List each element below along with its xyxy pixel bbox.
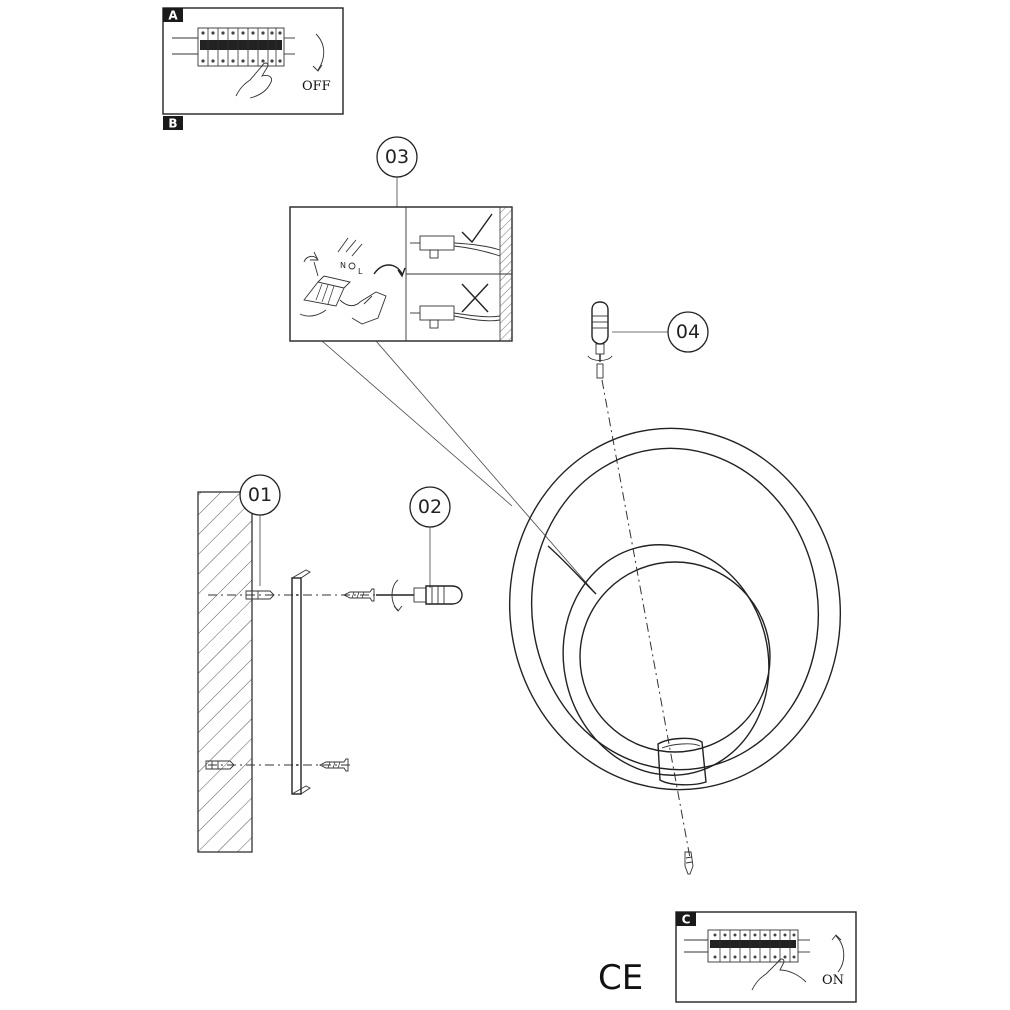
callout-02-label: 02 [418,496,442,518]
wrong-wiring-example [410,273,513,342]
wire-label-l: L [358,267,363,276]
detail-leader-left [321,340,513,507]
screw-lamp-bottom-icon [684,851,694,875]
panel-a-state-label: OFF [302,79,331,94]
wall-plug-top-icon [245,590,275,600]
connector-assembly-icon: N L [299,237,406,325]
callout-04: 04 [612,311,709,353]
hand-icon [235,62,273,99]
check-mark-icon [461,213,493,244]
lamp-clamp [657,737,707,786]
mounting-bracket-icon [291,569,311,795]
rotate-up-arrow-icon [835,935,845,973]
callout-02: 02 [409,486,451,588]
wall-section [197,491,253,853]
panel-c-state-label: ON [822,973,844,988]
correct-wiring-example [410,206,513,275]
panel-c-tag-label: C [682,913,691,927]
wire-label-n: N [340,261,346,270]
panel-a-breaker-off: A [162,7,344,115]
breaker-strip-icon [172,27,295,67]
breaker-strip-icon [684,929,810,963]
wiring-detail-panel: N L [289,206,513,342]
callout-01: 01 [239,474,281,586]
rotate-arrow-icon [373,264,403,275]
panel-c-breaker-on: C ON [675,911,857,1003]
callout-04-label: 04 [676,321,700,343]
callout-03: 03 [376,136,418,207]
screw-top-icon [342,588,375,602]
panel-a-tag-label: A [168,9,178,23]
hand-icon [751,958,807,991]
panel-b-tag [163,116,183,130]
panel-b-tag-label: B [168,117,177,131]
callout-01-label: 01 [248,484,272,506]
ring-lamp [508,427,842,791]
ce-mark: CE [598,958,643,998]
cross-mark-icon [461,283,489,313]
detail-leader-right [375,340,597,595]
panel-b-tag-group: B [163,116,183,131]
mounting-assembly [205,569,463,795]
screw-bottom-icon [318,758,349,772]
panel-a-tag [163,8,183,22]
panel-c-tag [676,912,696,926]
lamp-arm [547,545,597,595]
callout-03-label: 03 [385,146,409,168]
screwdriver-vertical-icon [587,301,613,379]
rotate-down-arrow-icon [315,33,325,71]
lamp-globe [579,561,771,753]
wall-plug-bottom-icon [205,760,235,770]
screwdriver-icon [376,579,463,612]
